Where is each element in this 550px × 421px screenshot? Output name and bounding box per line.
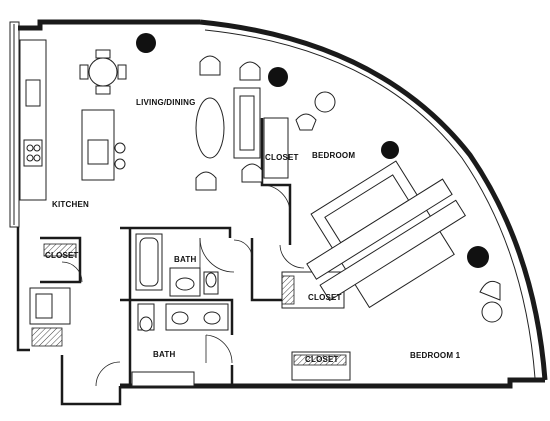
bath-divider-wall: [120, 298, 234, 335]
kitchen-fixtures: [19, 39, 126, 201]
label-closet-mid: CLOSET: [308, 293, 342, 302]
left-lower-wall: [16, 227, 30, 352]
column: [467, 246, 489, 268]
label-bath-lower: BATH: [153, 350, 175, 359]
bed: [306, 160, 467, 309]
room-labels: LIVING/DINING KITCHEN CLOSET BEDROOM CLO…: [45, 98, 461, 364]
exterior-walls: [9, 19, 548, 406]
label-bedroom: BEDROOM: [312, 151, 355, 160]
bath-fixtures: [29, 233, 347, 387]
refrigerator: [25, 79, 41, 107]
label-living-dining: LIVING/DINING: [136, 98, 196, 107]
curved-inner-line: [204, 29, 536, 379]
living-furniture: [79, 33, 489, 268]
label-bath-upper: BATH: [174, 255, 196, 264]
closet-top-shelving: [263, 117, 289, 179]
label-kitchen: KITCHEN: [52, 200, 89, 209]
bedroom-furniture: [263, 91, 503, 323]
living-bedroom-wall: [260, 118, 292, 245]
label-closet-left: CLOSET: [45, 251, 79, 260]
armchair: [239, 61, 261, 81]
dining-table: [88, 57, 118, 87]
column: [381, 141, 399, 159]
stove: [23, 139, 43, 167]
hall-wall: [250, 238, 282, 302]
doors: [61, 184, 305, 387]
lower-left-wall: [60, 355, 122, 406]
bathtub: [131, 371, 195, 387]
label-bedroom-1: BEDROOM 1: [410, 351, 461, 360]
bottom-wall: [120, 377, 545, 389]
left-closet-wall: [40, 236, 82, 284]
top-wall: [18, 19, 200, 31]
armchair: [199, 55, 221, 76]
label-closet-top: CLOSET: [265, 153, 299, 162]
bath-top-wall: [120, 226, 232, 238]
coffee-table: [195, 97, 225, 159]
column: [268, 67, 288, 87]
label-closet-bottom: CLOSET: [305, 355, 339, 364]
kitchen-counter: [19, 39, 47, 201]
sink: [87, 139, 109, 165]
curved-outer-wall: [199, 19, 548, 381]
utility-hatch: [31, 327, 63, 347]
column: [136, 33, 156, 53]
